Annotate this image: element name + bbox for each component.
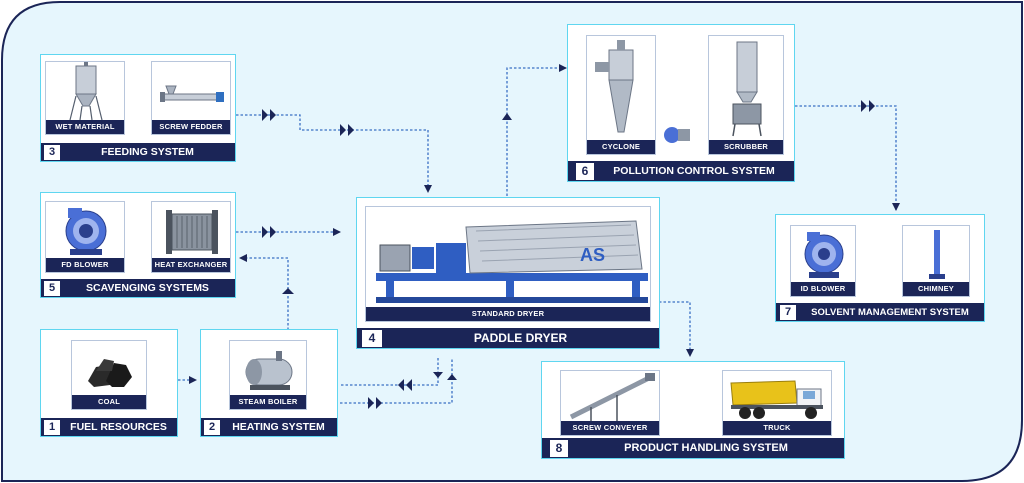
scavenging-systems-title: SCAVENGING SYSTEMS (86, 282, 209, 294)
fd-blower-label: FD BLOWER (46, 258, 124, 272)
cyclone-tile: CYCLONE (586, 35, 656, 155)
feeding-system-title: FEEDING SYSTEM (101, 146, 194, 158)
fd-blower-tile: FD BLOWER (45, 201, 125, 273)
truck-tile: TRUCK (722, 370, 832, 436)
heating-system-title: HEATING SYSTEM (232, 421, 325, 433)
scrubber-icon (732, 41, 762, 137)
fuel-resources-panel: COAL 1 FUEL RESOURCES (40, 329, 178, 437)
paddle-dryer-panel: AS STANDARD DRYER 4 PADDLE DRYER (356, 197, 660, 349)
pollution-control-panel: CYCLONE SCRUBBER 6 POLLUTION CONTROL SYS… (567, 24, 795, 182)
solvent-management-title-bar: 7 SOLVENT MANAGEMENT SYSTEM (776, 303, 984, 321)
product-handling-title: PRODUCT HANDLING SYSTEM (624, 442, 788, 454)
fuel-resources-number: 1 (44, 419, 60, 435)
steam-boiler-tile: STEAM BOILER (229, 340, 307, 410)
screw-conveyer-tile: SCREW CONVEYER (560, 370, 660, 436)
id-blower-tile: ID BLOWER (790, 225, 856, 297)
screw-feeder-tile: SCREW FEDDER (151, 61, 231, 135)
screw-conveyer-label: SCREW CONVEYER (561, 421, 659, 435)
product-handling-number: 8 (550, 439, 568, 457)
scavenging-systems-number: 5 (44, 280, 60, 296)
paddle-dryer-number: 4 (362, 329, 382, 347)
pollution-control-title: POLLUTION CONTROL SYSTEM (613, 165, 775, 177)
coal-label: COAL (72, 395, 146, 409)
screw-feeder-label: SCREW FEDDER (152, 120, 230, 134)
product-handling-panel: SCREW CONVEYER TRUCK 8 PRODUCT HANDLING … (541, 361, 845, 459)
id-blower-label: ID BLOWER (791, 282, 855, 296)
feeding-system-title-bar: 3 FEEDING SYSTEM (41, 143, 235, 161)
fuel-resources-title-bar: 1 FUEL RESOURCES (41, 418, 177, 436)
paddle-dryer-title: PADDLE DRYER (473, 331, 568, 345)
heating-system-title-bar: 2 HEATING SYSTEM (201, 418, 337, 436)
cyclone-icon (595, 40, 634, 133)
product-handling-title-bar: 8 PRODUCT HANDLING SYSTEM (542, 438, 844, 458)
silo-icon (69, 62, 103, 121)
scrubber-tile: SCRUBBER (708, 35, 784, 155)
pump-icon (664, 127, 690, 143)
standard-dryer-tile: AS STANDARD DRYER (365, 206, 651, 322)
feeding-system-panel: WET MATERIAL SILO SCREW FEDDER 3 FEEDING… (40, 54, 236, 162)
screw-conveyer-icon (569, 373, 655, 421)
scavenging-systems-panel: FD BLOWER HEAT EXCHANGER 5 SCAVENGING SY… (40, 192, 236, 298)
wet-material-silo-tile: WET MATERIAL SILO (45, 61, 125, 135)
solvent-management-number: 7 (780, 304, 796, 320)
feeding-system-number: 3 (44, 144, 60, 160)
heating-system-number: 2 (204, 419, 220, 435)
heating-system-panel: STEAM BOILER 2 HEATING SYSTEM (200, 329, 338, 437)
truck-label: TRUCK (723, 421, 831, 435)
scrubber-label: SCRUBBER (709, 140, 783, 154)
blower-icon (65, 208, 107, 255)
wet-material-silo-label: WET MATERIAL SILO (46, 120, 124, 134)
scavenging-systems-title-bar: 5 SCAVENGING SYSTEMS (41, 279, 235, 297)
fuel-resources-title: FUEL RESOURCES (70, 421, 167, 433)
chimney-tile: CHIMNEY (902, 225, 970, 297)
heat-exchanger-label: HEAT EXCHANGER (152, 258, 230, 272)
boiler-icon (245, 351, 293, 390)
paddle-dryer-icon: AS (376, 220, 648, 303)
truck-icon (730, 380, 823, 419)
screw-feeder-icon (160, 85, 224, 102)
standard-dryer-label: STANDARD DRYER (366, 307, 650, 321)
pollution-control-number: 6 (576, 162, 594, 180)
solvent-management-title: SOLVENT MANAGEMENT SYSTEM (811, 306, 969, 318)
paddle-dryer-title-bar: 4 PADDLE DRYER (357, 328, 659, 348)
chimney-icon (929, 230, 945, 279)
cyclone-label: CYCLONE (587, 140, 655, 154)
solvent-management-panel: ID BLOWER CHIMNEY 7 SOLVENT MANAGEMENT S… (775, 214, 985, 322)
id-blower-icon (804, 232, 844, 278)
heat-exchanger-icon (166, 210, 218, 254)
chimney-label: CHIMNEY (903, 282, 969, 296)
heat-exchanger-tile: HEAT EXCHANGER (151, 201, 231, 273)
svg-text:AS: AS (580, 245, 605, 265)
coal-tile: COAL (71, 340, 147, 410)
pollution-control-title-bar: 6 POLLUTION CONTROL SYSTEM (568, 161, 794, 181)
coal-icon (88, 359, 132, 387)
steam-boiler-label: STEAM BOILER (230, 395, 306, 409)
